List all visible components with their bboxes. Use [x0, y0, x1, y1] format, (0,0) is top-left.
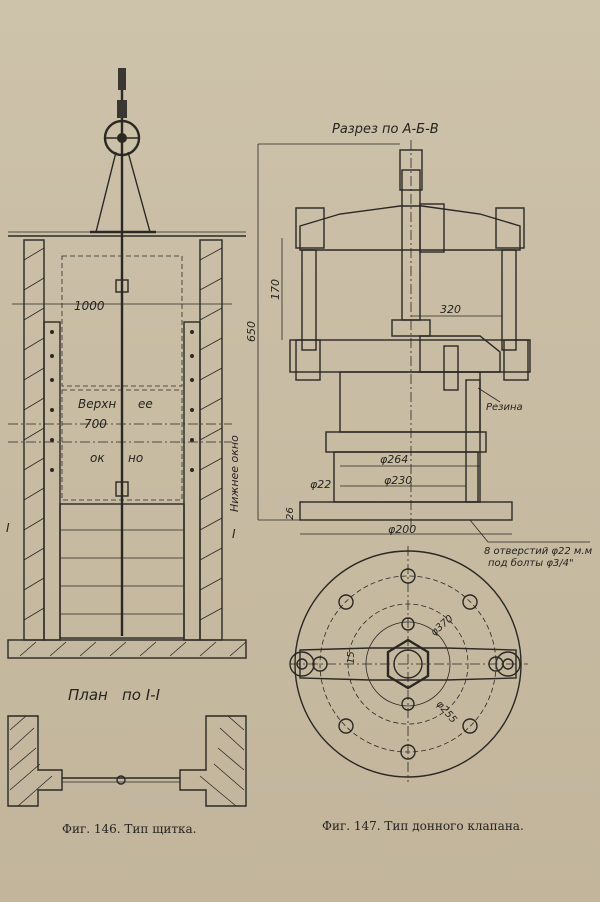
section-title: Разрез по А-Б-В: [332, 122, 439, 137]
fig147-caption: Фиг. 147. Тип донного клапана.: [322, 819, 524, 833]
label-rubber: Резина: [486, 402, 523, 413]
dim-d264: φ264: [380, 453, 408, 466]
bottom-slab: [7, 639, 247, 659]
label-window-tail: но: [128, 451, 143, 465]
hex-nut: [386, 638, 430, 690]
fig146-caption: Фиг. 146. Тип щитка.: [62, 822, 196, 836]
dim-650: 650: [245, 321, 258, 342]
section-mark-left: I: [6, 521, 10, 535]
section-mark-right: I: [232, 527, 236, 541]
fig147-valve-plan: φ370 φ255 15: [289, 546, 528, 782]
fig147-valve-section: 650 170 320 φ264 φ230 φ22 26 φ200 Резина…: [245, 140, 593, 569]
dim-700: 700: [84, 417, 107, 431]
fig146-plan: План по I-I: [7, 686, 247, 807]
dim-d255: φ255: [434, 699, 459, 726]
note-holes-line2: под болты φ3/4": [488, 557, 574, 569]
dim-d22: φ22: [310, 478, 331, 491]
label-upper-tail: ее: [138, 397, 153, 411]
dim-d370: φ370: [429, 613, 456, 638]
label-window: ок: [90, 451, 105, 465]
label-upper: Верхн: [78, 397, 116, 411]
valve-flange: [289, 339, 531, 373]
label-lower-window: Нижнее окно: [228, 435, 241, 512]
dim-15: 15: [346, 651, 357, 664]
plan-title: План: [68, 686, 108, 704]
dim-d200: φ200: [388, 523, 416, 536]
dim-1000: 1000: [74, 299, 105, 313]
spindle-top: [118, 68, 126, 90]
dim-26: 26: [285, 507, 296, 520]
dim-170: 170: [269, 279, 282, 300]
dim-d230: φ230: [384, 474, 412, 487]
note-holes-line1: 8 отверстий φ22 м.м: [484, 546, 593, 557]
fig146-gate-drawing: 1000 Верхн ее 700 ок но Нижнее окно I I: [6, 68, 247, 659]
dim-320: 320: [440, 303, 461, 316]
plan-title-tail: по I-I: [122, 686, 161, 704]
